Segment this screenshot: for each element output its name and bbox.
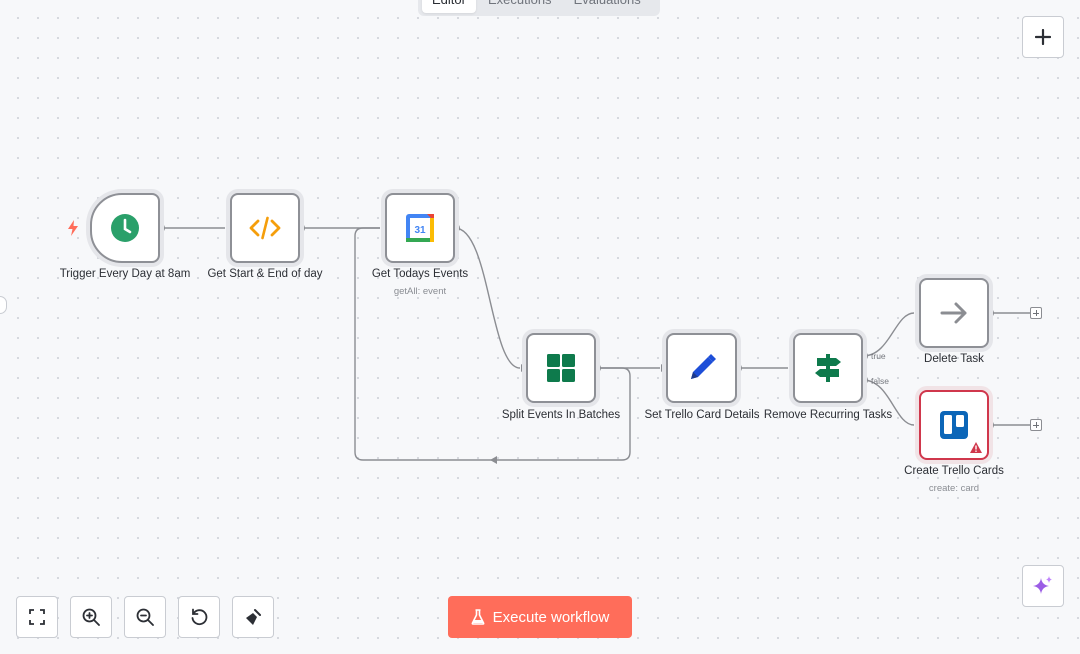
pencil-icon xyxy=(690,354,716,379)
trello-node-label: Create Trello Cards xyxy=(904,465,1004,477)
connection-arrows xyxy=(226,224,921,464)
filter-node-label: Remove Recurring Tasks xyxy=(763,409,893,421)
zoom-in-icon xyxy=(82,608,100,626)
calendar-day-text: 31 xyxy=(414,225,426,236)
split-node-label: Split Events In Batches xyxy=(501,409,621,421)
calendar-node-sublabel: getAll: event xyxy=(393,286,447,297)
calendar-node-label: Get Todays Events xyxy=(371,268,469,280)
zoom-out-button[interactable] xyxy=(124,596,166,638)
google-calendar-icon: 31 xyxy=(406,214,434,242)
fit-view-button[interactable] xyxy=(16,596,58,638)
set-node[interactable] xyxy=(666,333,737,403)
arrow-right-icon xyxy=(940,302,967,324)
grid-icon xyxy=(547,354,575,382)
sparkle-icon xyxy=(1033,576,1052,594)
code-node-label: Get Start & End of day xyxy=(207,268,323,280)
trigger-node-label: Trigger Every Day at 8am xyxy=(59,268,191,280)
trello-icon xyxy=(940,411,968,439)
plus-icon xyxy=(1035,29,1051,45)
reset-zoom-icon xyxy=(191,608,208,626)
warning-icon xyxy=(970,442,982,453)
view-tabs: Editor Executions Evaluations xyxy=(418,0,660,16)
split-batches-node[interactable] xyxy=(526,333,596,403)
trigger-node[interactable] xyxy=(90,193,160,263)
set-node-label: Set Trello Card Details xyxy=(644,409,760,421)
ai-assistant-button[interactable] xyxy=(1022,565,1064,607)
filter-true-label: true xyxy=(871,351,886,361)
tab-executions[interactable]: Executions xyxy=(478,0,562,13)
code-icon xyxy=(249,216,281,240)
add-node-after-delete-button[interactable] xyxy=(1030,307,1042,319)
add-node-after-trello-button[interactable] xyxy=(1030,419,1042,431)
clock-icon xyxy=(111,214,139,242)
tidy-up-button[interactable] xyxy=(232,596,274,638)
trello-node-sublabel: create: card xyxy=(928,483,980,494)
code-node[interactable] xyxy=(230,193,300,263)
delete-task-node[interactable] xyxy=(919,278,989,348)
add-node-button[interactable] xyxy=(1022,16,1064,58)
tidy-up-icon xyxy=(246,609,261,625)
signpost-icon xyxy=(815,354,841,382)
trello-node[interactable] xyxy=(919,390,989,460)
reset-zoom-button[interactable] xyxy=(178,596,220,638)
fit-view-icon xyxy=(29,609,45,625)
filter-node[interactable] xyxy=(793,333,863,403)
zoom-out-icon xyxy=(136,608,154,626)
flask-icon xyxy=(471,609,485,625)
zoom-in-button[interactable] xyxy=(70,596,112,638)
filter-false-label: false xyxy=(871,376,889,386)
execute-workflow-label: Execute workflow xyxy=(492,608,610,626)
lightning-icon xyxy=(68,220,78,236)
execute-workflow-button[interactable]: Execute workflow xyxy=(448,596,632,638)
calendar-node[interactable]: 31 xyxy=(385,193,455,263)
delete-node-label: Delete Task xyxy=(924,353,984,365)
tab-editor[interactable]: Editor xyxy=(422,0,476,13)
tab-evaluations[interactable]: Evaluations xyxy=(564,0,651,13)
